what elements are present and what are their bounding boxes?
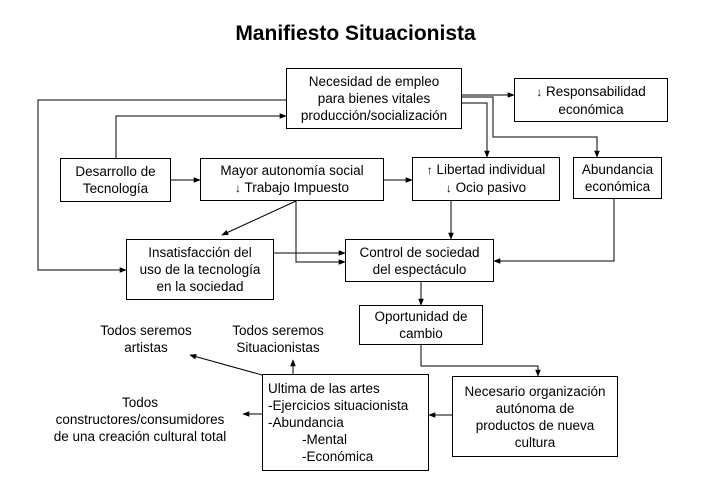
node-ultima-artes: Ultima de las artes -Ejercicios situacio… <box>262 374 429 471</box>
arrow-abundancia-to-control <box>493 199 615 264</box>
label-text: de una creación cultural total <box>53 429 227 444</box>
arrow-autonomia-to-insatisfaccion <box>221 200 297 236</box>
node-control-sociedad: Control de sociedad del espectáculo <box>345 239 494 282</box>
node-text: Desarrollo de <box>75 164 156 179</box>
arrow-desarrollo-to-necesidad <box>115 113 287 158</box>
down-arrow-icon: ↓ <box>234 181 241 195</box>
label-text: Todos <box>121 395 159 410</box>
arrow-necesidad-to-libertad <box>462 102 490 158</box>
diagram-title: Manifiesto Situacionista <box>235 22 476 45</box>
label-text: Todos seremos <box>100 323 192 338</box>
node-text: Necesario organización <box>464 383 606 399</box>
node-text: Insatisfacción del <box>148 245 252 260</box>
node-abundancia: Abundancia económica <box>573 157 662 199</box>
node-text: -Ejercicios situacionista <box>268 398 409 413</box>
node-text: Mayor autonomía social <box>220 163 364 178</box>
node-text: -Económica <box>302 449 374 464</box>
node-text: Tecnología <box>82 181 149 196</box>
arrow-necesidad-to-insatisfaccion <box>37 99 286 273</box>
node-text: económica <box>558 101 624 117</box>
label-todos-constructores: Todos constructores/consumidores de una … <box>40 394 240 445</box>
node-text: para bienes vitales <box>317 91 431 106</box>
arrow-oportunidad-to-organizacion <box>420 345 541 377</box>
node-text: autónoma de <box>495 400 575 416</box>
node-libertad-individual: ↑ Libertad individual ↓ Ocio pasivo <box>412 157 560 201</box>
node-text: uso de la tecnología <box>139 262 261 277</box>
node-text: económica <box>584 179 651 194</box>
node-text: -Abundancia <box>268 415 344 430</box>
down-arrow-icon: ↓ <box>445 181 452 195</box>
node-text: Trabajo Impuesto <box>244 180 350 195</box>
node-text: Control de sociedad <box>359 244 480 260</box>
node-text: Libertad individual <box>436 162 546 177</box>
node-text: Necesidad de empleo <box>308 74 440 89</box>
node-text: Responsabilidad <box>545 83 646 99</box>
label-text: artistas <box>124 340 168 355</box>
label-text: Situacionistas <box>236 340 320 355</box>
node-responsabilidad: ↓ Responsabilidad económica <box>514 78 668 122</box>
node-text: del espectáculo <box>372 261 467 277</box>
arrow-necesidad-to-abundancia <box>462 96 600 158</box>
node-text: -Mental <box>302 432 348 447</box>
label-text: Todos seremos <box>232 323 324 338</box>
node-necesario-organizacion: Necesario organización autónoma de produ… <box>452 376 618 457</box>
up-arrow-icon: ↑ <box>426 163 433 177</box>
node-insatisfaccion: Insatisfacción del uso de la tecnología … <box>126 239 274 300</box>
node-text: en la sociedad <box>156 279 244 294</box>
node-text: Oportunidad de <box>374 309 468 324</box>
label-text: constructores/consumidores <box>55 412 225 427</box>
node-oportunidad-cambio: Oportunidad de cambio <box>359 305 483 345</box>
node-mayor-autonomia: Mayor autonomía social ↓ Trabajo Impuest… <box>200 158 384 201</box>
node-necesidad-empleo: Necesidad de empleo para bienes vitales … <box>286 68 462 129</box>
label-todos-situacionistas: Todos seremos Situacionistas <box>222 322 334 356</box>
node-text: Ocio pasivo <box>455 180 527 195</box>
node-text: Abundancia <box>581 162 654 177</box>
node-text: productos de nueva <box>475 417 595 433</box>
arrow-autonomia-to-control <box>295 201 346 265</box>
label-todos-artistas: Todos seremos artistas <box>90 322 202 356</box>
node-text: cambio <box>399 326 443 341</box>
down-arrow-icon: ↓ <box>536 84 543 99</box>
node-text: producción/socialización <box>300 108 448 123</box>
node-text: Ultima de las artes <box>268 381 380 396</box>
node-desarrollo-tecnologia: Desarrollo de Tecnología <box>60 158 171 202</box>
node-text: cultura <box>514 434 556 450</box>
arrow-ultima-to-artistas <box>189 353 263 376</box>
